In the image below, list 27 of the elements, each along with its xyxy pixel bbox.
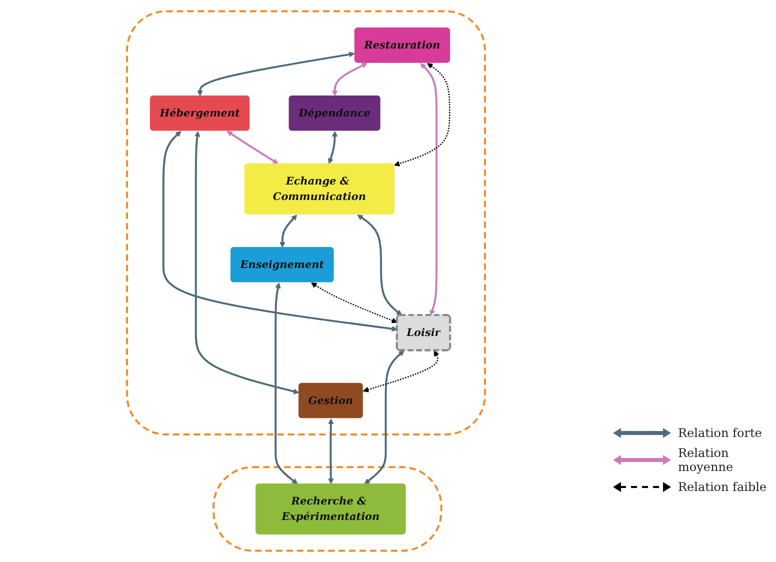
legend-label: Relation faible bbox=[678, 480, 767, 494]
cluster bbox=[126, 10, 486, 436]
arrow bbox=[280, 214, 298, 248]
arrow bbox=[311, 282, 398, 324]
legend-label: Relation forte bbox=[678, 426, 762, 440]
node-box: Echange & Communication bbox=[244, 163, 395, 214]
arrow bbox=[194, 131, 300, 394]
arrow bbox=[226, 130, 279, 164]
arrow bbox=[162, 131, 398, 332]
arrow bbox=[332, 62, 368, 96]
arrow bbox=[362, 350, 440, 392]
arrow bbox=[394, 63, 450, 166]
arrow bbox=[420, 63, 438, 316]
arrow bbox=[364, 350, 404, 484]
node-box: Dépendance bbox=[288, 96, 380, 131]
arrow bbox=[328, 418, 334, 484]
arrow bbox=[328, 131, 338, 164]
arrow bbox=[274, 282, 298, 484]
cluster bbox=[212, 466, 442, 552]
node-box: Hébergement bbox=[150, 96, 250, 131]
node-box: Gestion bbox=[298, 382, 363, 418]
node-box: Recherche & Expérimentation bbox=[256, 484, 406, 534]
arrow bbox=[197, 52, 355, 96]
node-box: Enseignement bbox=[230, 247, 334, 282]
node-box: Restauration bbox=[354, 28, 450, 63]
arrow bbox=[357, 214, 402, 316]
legend-label: Relation moyenne bbox=[678, 446, 734, 474]
